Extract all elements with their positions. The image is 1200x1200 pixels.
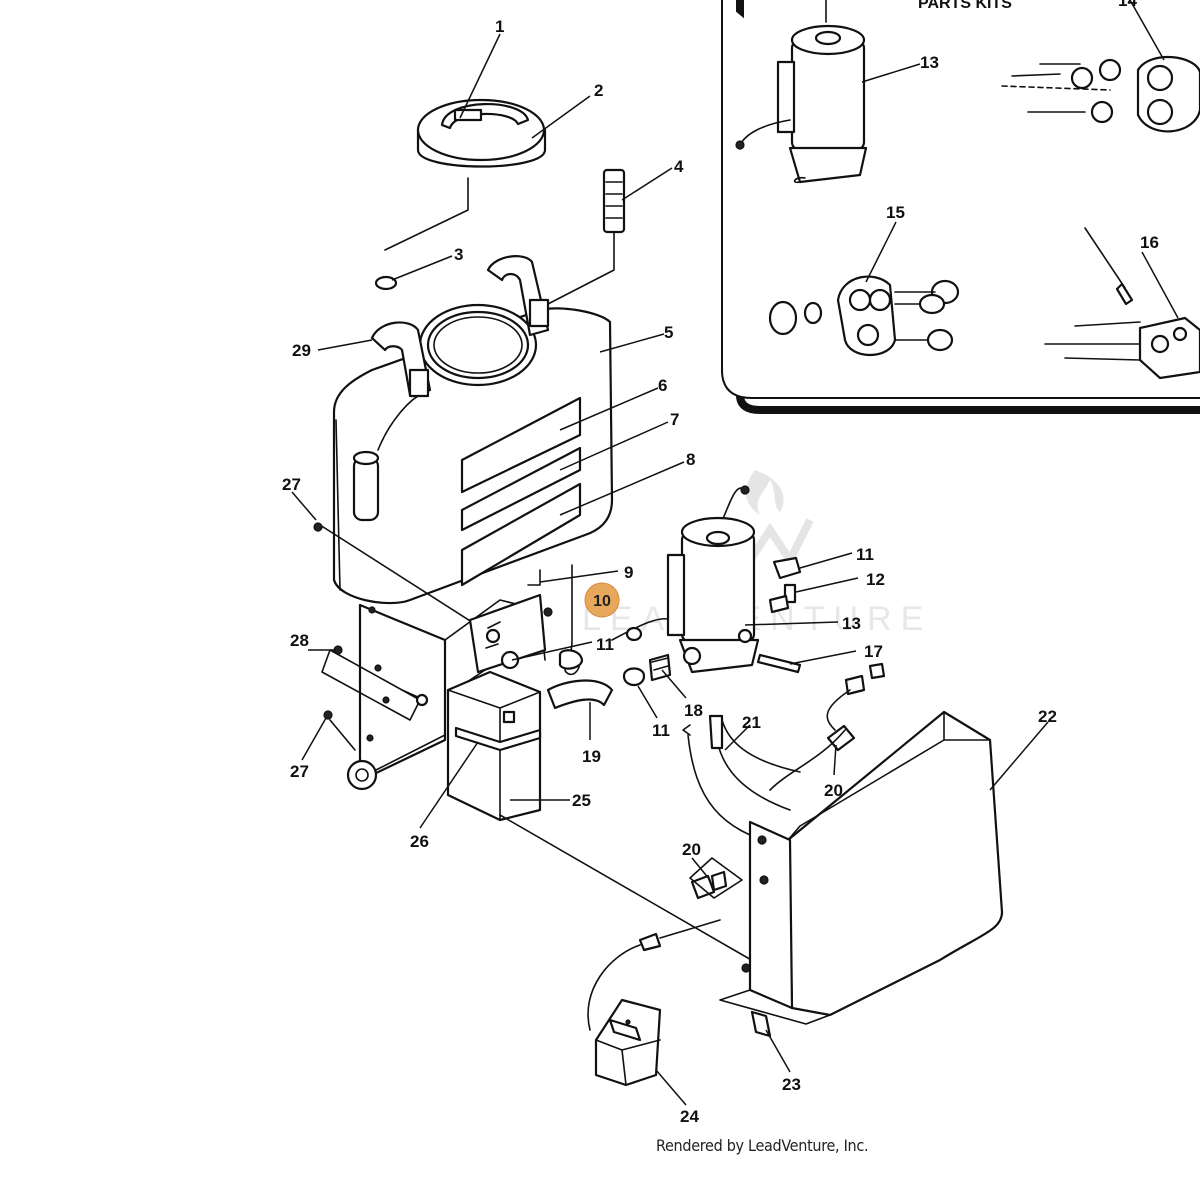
callout-28: 28: [290, 631, 309, 650]
callout-4: 4: [674, 157, 684, 176]
callout-7: 7: [670, 410, 679, 429]
water-tank: [332, 303, 614, 605]
switch-hardware: [689, 857, 743, 900]
callout-27-upper: 27: [282, 475, 301, 494]
callout-9: 9: [624, 563, 633, 582]
hotspot-10[interactable]: 10: [584, 582, 620, 618]
callout-12: 12: [866, 570, 885, 589]
inset-title: PARTS KITS: [918, 0, 1012, 12]
callout-22: 22: [1038, 707, 1057, 726]
callout-23: 23: [782, 1075, 801, 1094]
callout-11-middle: 11: [596, 635, 614, 654]
callout-24: 24: [680, 1107, 699, 1126]
inset-callout-14: 14: [1118, 0, 1137, 10]
inset-kit-15: [768, 275, 960, 357]
inset-callout-15: 15: [886, 203, 905, 222]
tank-straps: [370, 255, 550, 398]
callout-27-lower: 27: [290, 762, 309, 781]
tank-cap: [384, 98, 547, 251]
callout-5: 5: [664, 323, 673, 342]
inset-callout-13: 13: [920, 53, 939, 72]
charger: [594, 998, 662, 1087]
callout-13: 13: [842, 614, 861, 633]
inset-callout-16: 16: [1140, 233, 1159, 252]
callout-8: 8: [686, 450, 695, 469]
battery-cable: [499, 814, 761, 1031]
leader-lines: [291, 0, 1179, 1106]
callout-labels: 1 2 3 4 5 6 7 8 9 11 12 13 11 17 18 11 1…: [282, 0, 1159, 1126]
fill-plug: [374, 275, 398, 291]
inset-kit-16: [1044, 227, 1200, 380]
battery-box: [446, 670, 542, 822]
callout-17: 17: [864, 642, 883, 661]
callout-2: 2: [594, 81, 603, 100]
nut-27-upper: [313, 522, 323, 532]
watermark: LEADVENTURE: [582, 470, 923, 638]
callout-18: 18: [684, 701, 703, 720]
wiring-harness: [682, 714, 856, 846]
inset-kit-14: [1001, 56, 1200, 133]
hotspot-10-label[interactable]: 10: [593, 593, 611, 610]
hotspot-10-marker[interactable]: [584, 582, 620, 618]
callout-11-lower: 11: [652, 721, 670, 740]
render-credit: Rendered by LeadVenture, Inc.: [656, 1136, 869, 1155]
pump-fittings: [622, 556, 886, 731]
callout-20-right: 20: [824, 781, 843, 800]
nut-27-lower: [323, 710, 333, 720]
callout-20-lower: 20: [682, 840, 701, 859]
pump-housing: [719, 710, 1004, 1038]
cart-frame: [319, 524, 553, 791]
hose-assembly: [527, 564, 673, 710]
callout-29: 29: [292, 341, 311, 360]
callout-21: 21: [742, 713, 761, 732]
callout-1: 1: [495, 17, 504, 36]
callout-25: 25: [572, 791, 591, 810]
inset-motor: [735, 0, 868, 184]
callout-3: 3: [454, 245, 463, 264]
callout-19: 19: [582, 747, 601, 766]
parts-kits-inset: PARTS KITS: [721, 0, 1200, 414]
callout-26: 26: [410, 832, 429, 851]
callout-11-upper: 11: [856, 545, 874, 564]
pump-motor: [666, 485, 760, 674]
callout-6: 6: [658, 376, 667, 395]
